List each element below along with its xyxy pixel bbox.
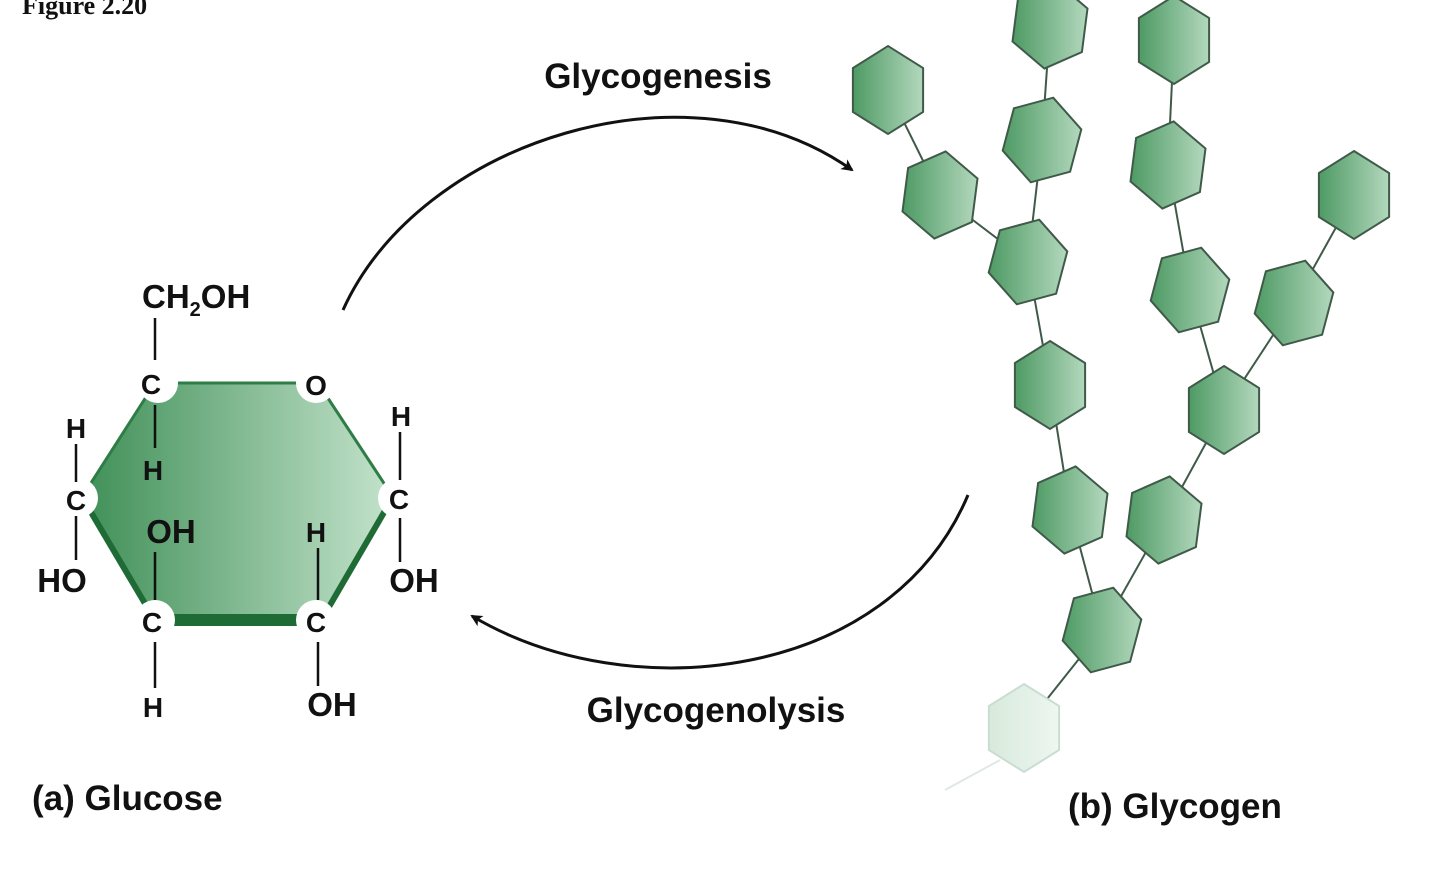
glucose-caption: (a) Glucose: [32, 779, 223, 818]
atom-bg-o: [296, 363, 336, 403]
glycogen-molecule: [851, 0, 1391, 791]
glucose-unit: [1011, 0, 1089, 70]
atom-h-c3: H: [143, 692, 163, 723]
front-bond-right: [323, 495, 396, 614]
glucose-unit: [987, 218, 1069, 306]
atom-bg-c2: [296, 600, 336, 640]
glucose-unit: [1031, 465, 1109, 555]
glucose-unit: [1013, 339, 1087, 431]
glucose-unit: [987, 682, 1061, 774]
glycogen-caption: (b) Glycogen: [1068, 787, 1282, 826]
atom-c5: C: [141, 369, 161, 400]
atom-bg-c1: [378, 478, 418, 518]
glucose-unit: [1125, 475, 1203, 565]
glucose-ring: [80, 381, 395, 622]
atom-h-c4: H: [66, 413, 86, 444]
atom-bg-c3: [135, 600, 175, 640]
ch2oh-label: CH2OH: [142, 278, 250, 321]
atom-oh-c3: OH: [146, 513, 196, 550]
front-bond-left: [79, 495, 153, 614]
atom-h-c1: H: [391, 401, 411, 432]
atom-c1: C: [389, 484, 409, 515]
atom-bg-c4: [58, 478, 98, 518]
atom-bg-c5: [138, 363, 178, 403]
glucose-unit: [901, 150, 979, 240]
glucose-unit: [1149, 246, 1231, 334]
glucose-unit: [851, 44, 925, 136]
atom-ho-c4: HO: [37, 562, 87, 599]
chain-tail: [944, 759, 1001, 791]
glucose-unit: [1129, 120, 1207, 210]
glucose-unit: [1061, 586, 1143, 674]
atom-oh-c2: OH: [307, 686, 357, 723]
glucose-unit: [1187, 364, 1261, 456]
glucose-unit: [1317, 149, 1391, 241]
glycogenesis-arrow: [341, 115, 854, 311]
figure-title: Figure 2.20: [22, 0, 147, 20]
atom-c2: C: [306, 607, 326, 638]
atom-h-c2: H: [306, 517, 326, 548]
atom-h-c5: H: [143, 455, 163, 486]
glycogenolysis-arrow: [470, 494, 970, 670]
glycogenolysis-label: Glycogenolysis: [587, 691, 846, 730]
glucose-unit: [1001, 96, 1083, 184]
glucose-unit: [1253, 259, 1335, 347]
atom-o: O: [305, 370, 327, 401]
glucose-unit: [1137, 0, 1211, 86]
atom-c4: C: [66, 485, 86, 516]
glucose-molecule: CH2OH C O H H C OH H C HO OH C H H C OH: [37, 278, 439, 723]
atom-c3: C: [142, 607, 162, 638]
glycogenesis-label: Glycogenesis: [544, 57, 772, 96]
atom-oh-c1: OH: [389, 562, 439, 599]
